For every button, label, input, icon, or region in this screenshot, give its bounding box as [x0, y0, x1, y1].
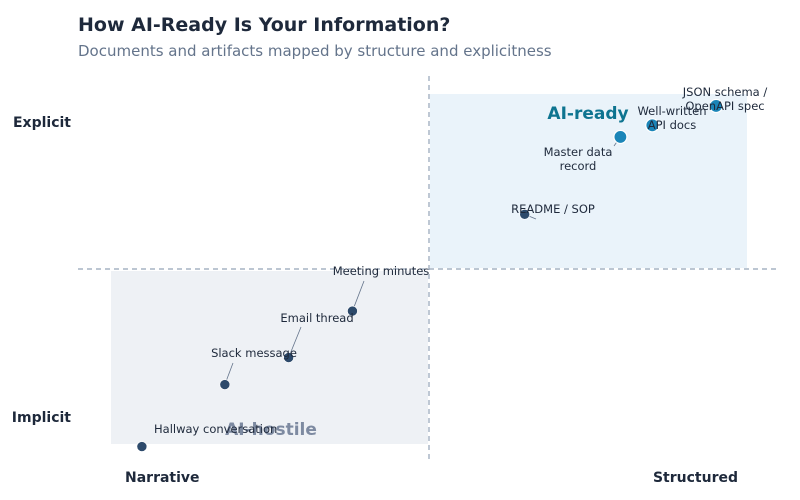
x-axis-low-label: Narrative — [125, 470, 200, 486]
chart-title: How AI-Ready Is Your Information? — [78, 14, 451, 36]
leader-line-meeting-minutes — [352, 280, 365, 312]
y-axis-low-label: Implicit — [12, 410, 72, 426]
zone-label-ai-hostile: AI-hostile — [225, 420, 317, 440]
data-point-json-schema-openapi-spec[interactable] — [708, 98, 724, 114]
point-label-hallway-conversation: Hallway conversation — [154, 422, 277, 436]
point-label-json-schema-openapi-spec: JSON schema /OpenAPI spec — [682, 85, 768, 113]
point-label-slack-message: Slack message — [211, 346, 297, 360]
point-label-meeting-minutes: Meeting minutes — [333, 264, 430, 278]
x-axis-high-label: Structured — [653, 470, 738, 486]
point-label-email-thread: Email thread — [280, 311, 353, 325]
leader-line-email-thread — [288, 326, 302, 358]
zone-ai-hostile — [111, 271, 428, 444]
data-point-readme-sop[interactable] — [519, 209, 531, 220]
zone-ai-ready — [430, 94, 747, 268]
point-label-readme-sop: README / SOP — [511, 202, 595, 216]
chart-subtitle: Documents and artifacts mapped by struct… — [78, 42, 552, 60]
data-point-email-thread[interactable] — [283, 352, 294, 363]
data-point-master-data-record[interactable] — [613, 129, 628, 145]
data-point-meeting-minutes[interactable] — [347, 305, 358, 317]
y-axis-high-label: Explicit — [13, 115, 71, 131]
data-point-hallway-conversation[interactable] — [136, 441, 148, 452]
data-point-well-written-api-docs[interactable] — [645, 118, 660, 133]
data-point-slack-message[interactable] — [219, 379, 231, 390]
zone-label-ai-ready: AI-ready — [547, 104, 628, 124]
